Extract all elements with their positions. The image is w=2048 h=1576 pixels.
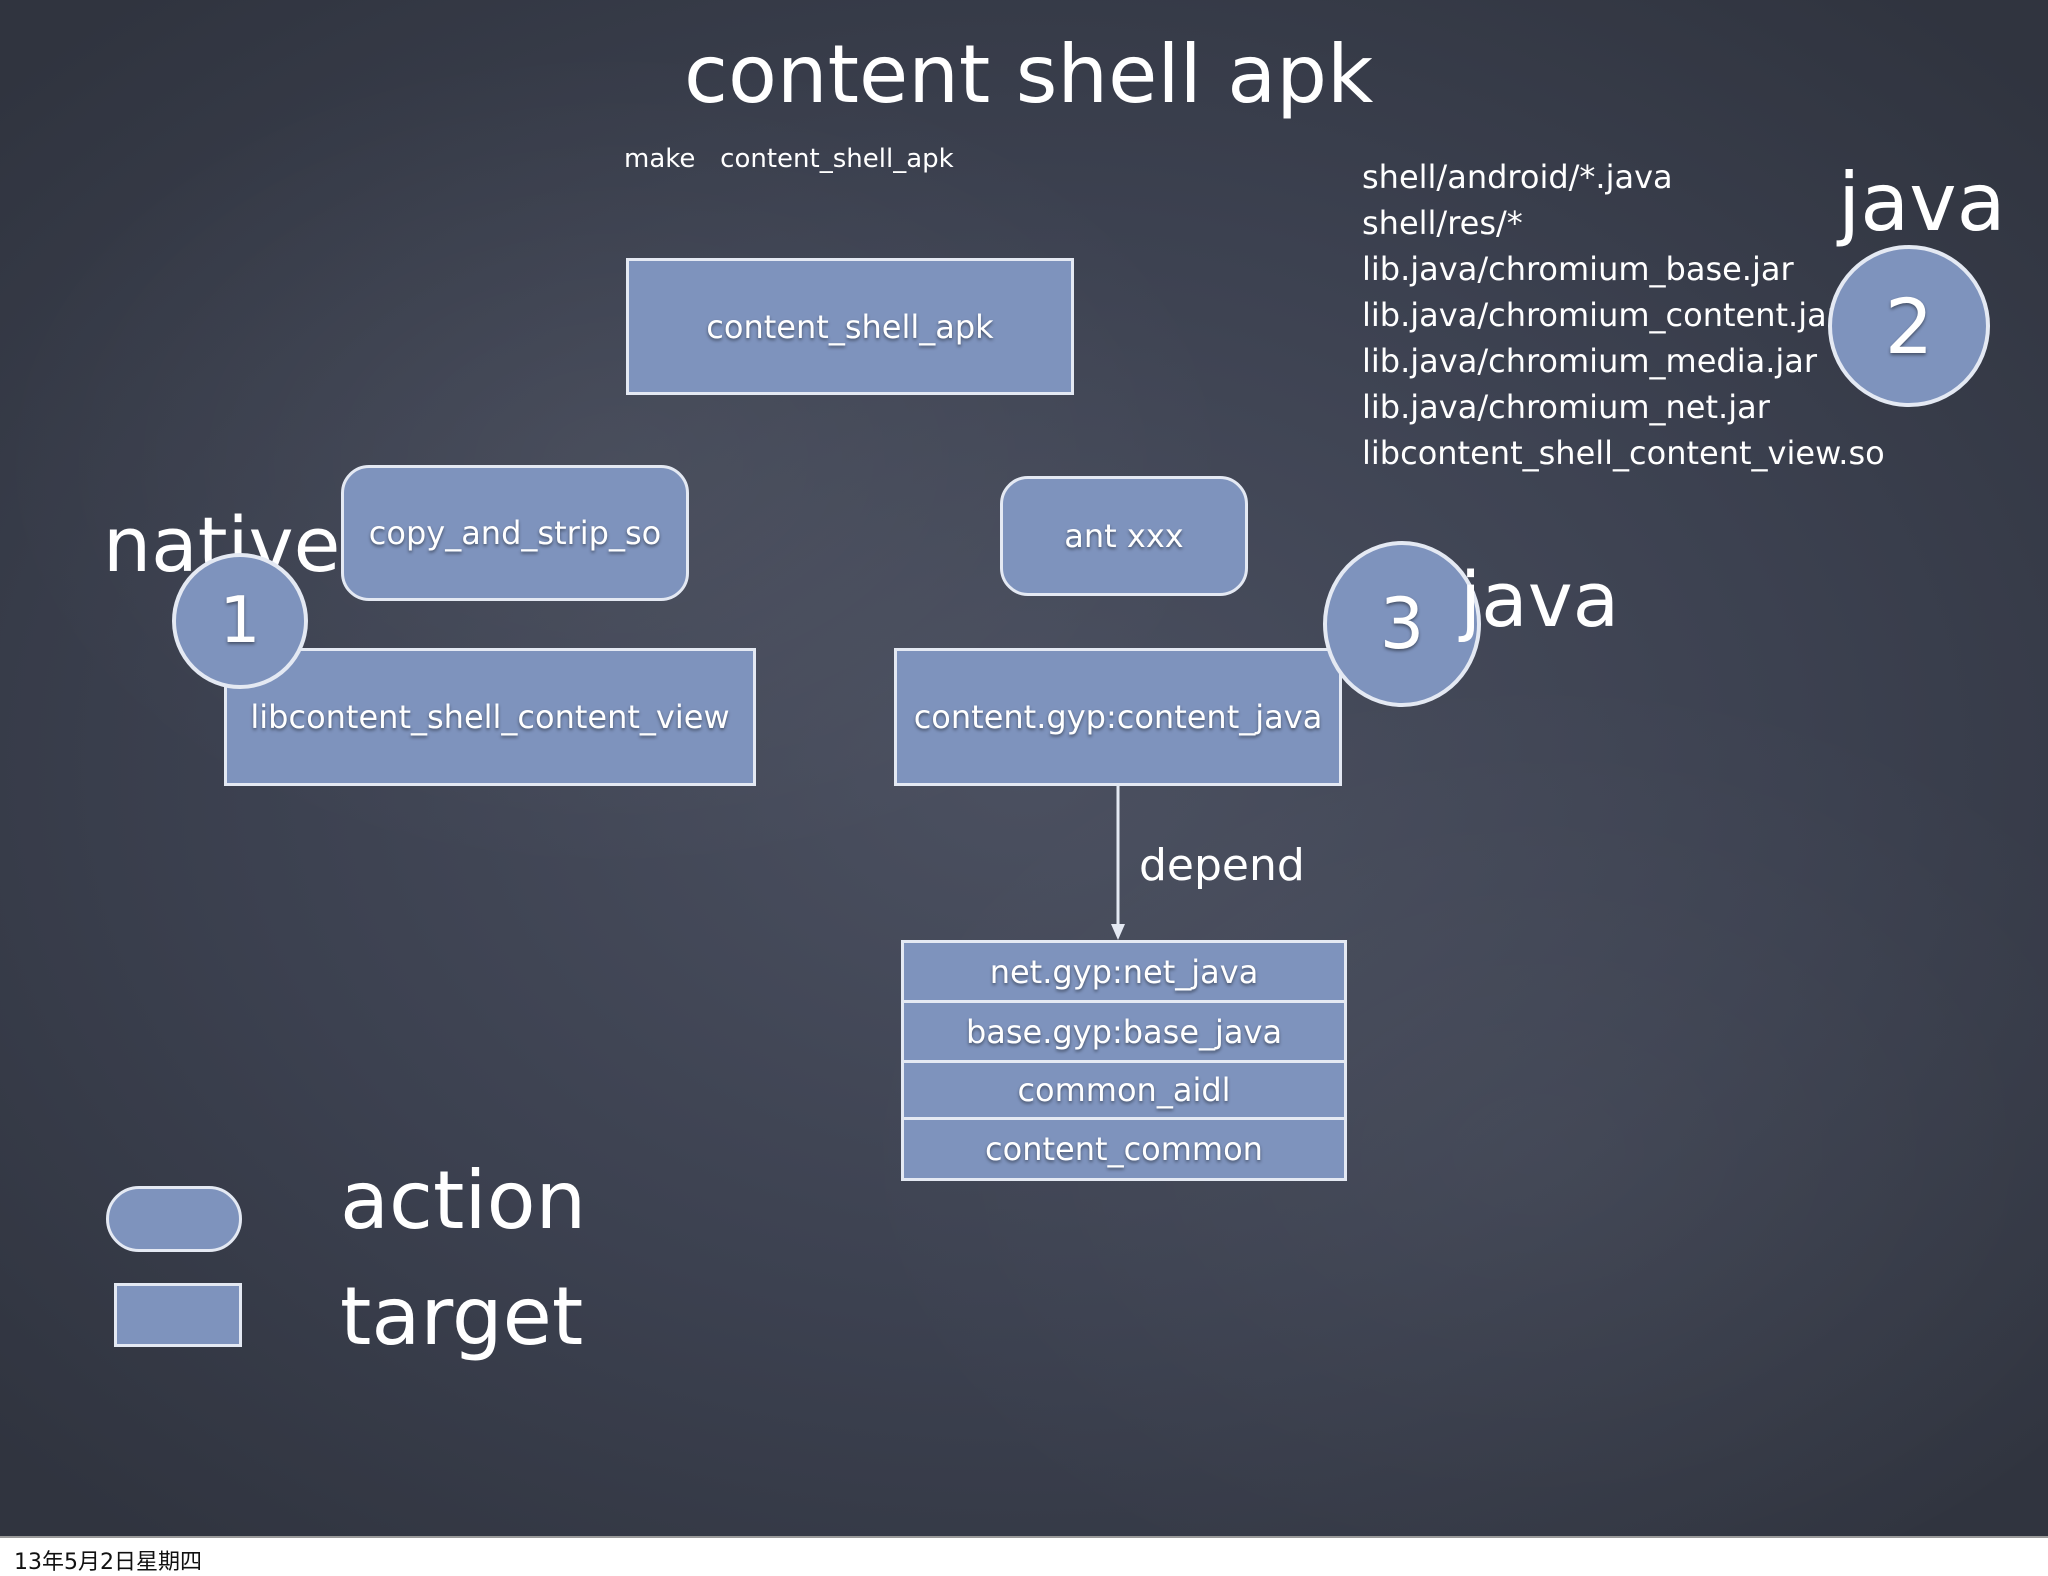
step-2-number: 2 xyxy=(1884,281,1934,371)
java-file-item: shell/res/* xyxy=(1362,204,1523,242)
action-copy-and-strip-so: copy_and_strip_so xyxy=(341,465,689,601)
step-3-number: 3 xyxy=(1379,583,1425,665)
java-file-item: libcontent_shell_content_view.so xyxy=(1362,434,1885,472)
slide-title: content shell apk xyxy=(684,28,1374,121)
java-label-middle: java xyxy=(1460,555,1620,644)
depend-label: depend xyxy=(1139,840,1305,891)
step-1-number: 1 xyxy=(219,584,261,658)
java-file-item: shell/android/*.java xyxy=(1362,158,1673,196)
dependency-content-common: content_common xyxy=(901,1117,1347,1181)
dependency-net-java: net.gyp:net_java xyxy=(901,940,1347,1003)
dependency-common-aidl: common_aidl xyxy=(901,1060,1347,1120)
dependency-base-java: base.gyp:base_java xyxy=(901,1000,1347,1063)
depend-arrow xyxy=(1111,786,1125,940)
java-file-item: lib.java/chromium_base.jar xyxy=(1362,250,1794,288)
make-command: make content_shell_apk xyxy=(624,144,954,174)
step-1-badge: 1 xyxy=(172,553,308,689)
target-content-shell-apk: content_shell_apk xyxy=(626,258,1074,395)
footer-date: 13年5月2日星期四 xyxy=(14,1550,202,1575)
slide: content shell apk make content_shell_apk… xyxy=(0,0,2048,1536)
action-ant-xxx: ant xxx xyxy=(1000,476,1248,596)
target-content-java: content.gyp:content_java xyxy=(894,648,1342,786)
java-file-item: lib.java/chromium_content.jar xyxy=(1362,296,1840,334)
legend-target-label: target xyxy=(340,1270,584,1363)
step-2-badge: 2 xyxy=(1828,245,1990,407)
legend-action-swatch xyxy=(106,1186,242,1252)
step-3-badge: 3 xyxy=(1323,541,1481,707)
footer-strip: 13年5月2日星期四 xyxy=(0,1536,2048,1576)
java-label-top: java xyxy=(1838,156,2006,249)
target-libcontent-shell-content-view: libcontent_shell_content_view xyxy=(224,648,756,786)
legend-target-swatch xyxy=(114,1283,242,1347)
java-file-item: lib.java/chromium_media.jar xyxy=(1362,342,1818,380)
java-file-list: shell/android/*.java shell/res/* lib.jav… xyxy=(1362,154,1885,476)
java-file-item: lib.java/chromium_net.jar xyxy=(1362,388,1770,426)
legend-action-label: action xyxy=(340,1154,587,1247)
